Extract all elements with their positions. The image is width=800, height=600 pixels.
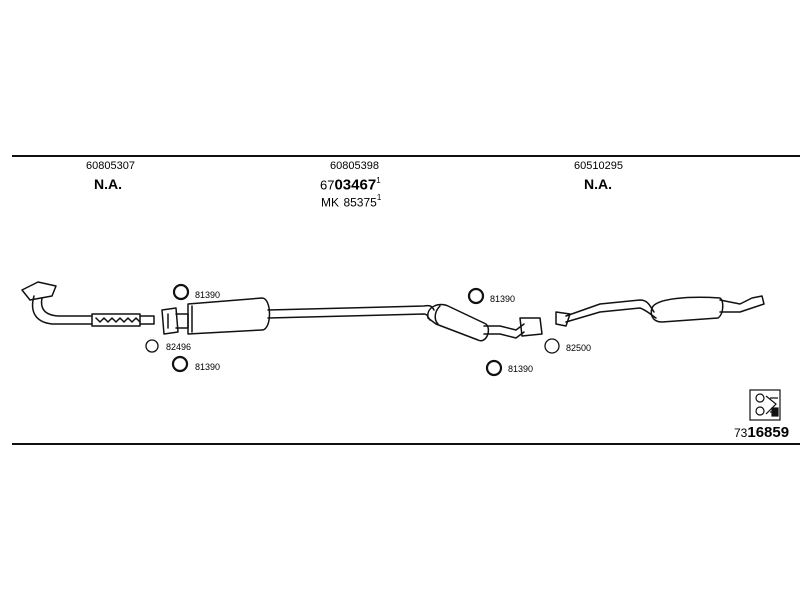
status-3: N.A. [584,176,612,192]
gasket-bottom-left-icon [171,355,189,373]
diagram-id-main: 16859 [747,424,790,441]
mk-prefix: MK [321,195,339,210]
catalog-symbol-icon [749,389,781,421]
part-number-2: 60805398 [330,160,379,172]
mk-line: MK 853751 [321,193,381,211]
front-pipe [21,281,155,327]
gasket-top-mid-icon [467,287,485,305]
gasket-bottom-mid-icon [485,359,503,377]
top-divider [12,155,800,157]
rear-section [555,295,765,327]
label-ring-left: 82496 [166,342,192,352]
gasket-top-left-icon [172,283,190,301]
diagram-id: 7316859 [734,424,789,442]
flange-joint-left [161,307,189,335]
label-gasket-top-left: 81390 [195,290,221,300]
label-ring-right: 82500 [566,343,592,353]
code-line: 67034671 [320,176,381,194]
label-gasket-bottom-left: 81390 [195,362,221,372]
ring-left-icon [145,339,159,353]
diagram-id-prefix: 73 [734,426,748,440]
middle-pipe [267,304,435,321]
label-gasket-top-mid: 81390 [490,294,516,304]
mk-sup: 1 [376,193,382,202]
front-muffler [187,297,271,335]
part-number-3: 60510295 [574,160,623,172]
bottom-divider [12,443,800,445]
code-main: 03467 [334,176,377,194]
mk-value: 85375 [343,195,377,210]
status-1: N.A. [94,176,122,192]
ring-right-icon [544,338,560,354]
part-number-1: 60805307 [86,160,135,172]
code-sup: 1 [376,176,381,185]
center-muffler [427,303,490,342]
code-prefix: 67 [320,177,335,193]
label-gasket-bottom-mid: 81390 [508,364,534,374]
intermediate-pipe [483,317,543,339]
